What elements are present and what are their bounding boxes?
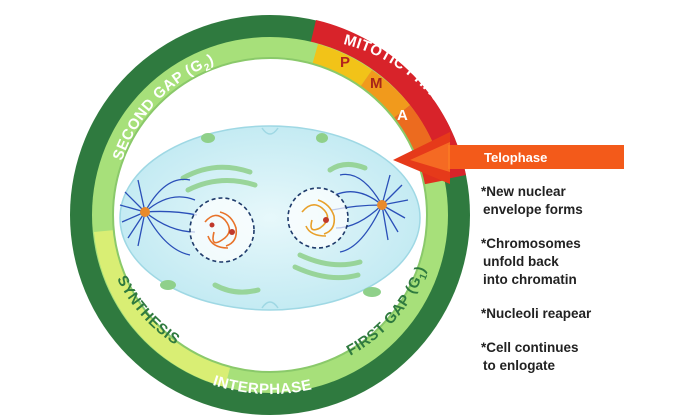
right-centrosome bbox=[377, 200, 387, 210]
left-nucleolus bbox=[229, 229, 235, 235]
right-nucleolus bbox=[323, 217, 329, 223]
note-1-line-2: envelope forms bbox=[483, 202, 583, 217]
note-2-line-3: into chromatin bbox=[483, 272, 577, 287]
inner-disc-border bbox=[112, 57, 428, 373]
cleavage-furrow-bottom bbox=[261, 301, 279, 309]
telophase-notes: *New nuclear envelope forms *Chromosomes… bbox=[481, 184, 592, 373]
left-centrosome bbox=[140, 207, 150, 217]
left-nucleus bbox=[189, 197, 255, 263]
note-2-line-2: unfold back bbox=[483, 254, 559, 269]
organelles bbox=[180, 162, 368, 295]
prophase-letter: P bbox=[340, 54, 350, 71]
telophase-callout-arrow bbox=[393, 132, 624, 184]
right-nucleus bbox=[287, 187, 349, 249]
left-nucleolus-2 bbox=[209, 222, 215, 228]
note-3-line-1: *Nucleoli reapear bbox=[481, 306, 592, 321]
note-2-line-1: *Chromosomes bbox=[481, 236, 581, 251]
note-1-line-1: *New nuclear bbox=[481, 184, 567, 199]
cleavage-furrow bbox=[261, 127, 279, 135]
anaphase-letter: A bbox=[397, 107, 408, 124]
telophase-title: Telophase bbox=[484, 150, 547, 165]
left-aster bbox=[119, 178, 198, 256]
note-4-line-2: to enlogate bbox=[483, 358, 555, 373]
metaphase-letter: M bbox=[370, 75, 383, 92]
mitochondria bbox=[160, 133, 381, 297]
note-4-line-1: *Cell continues bbox=[481, 340, 579, 355]
